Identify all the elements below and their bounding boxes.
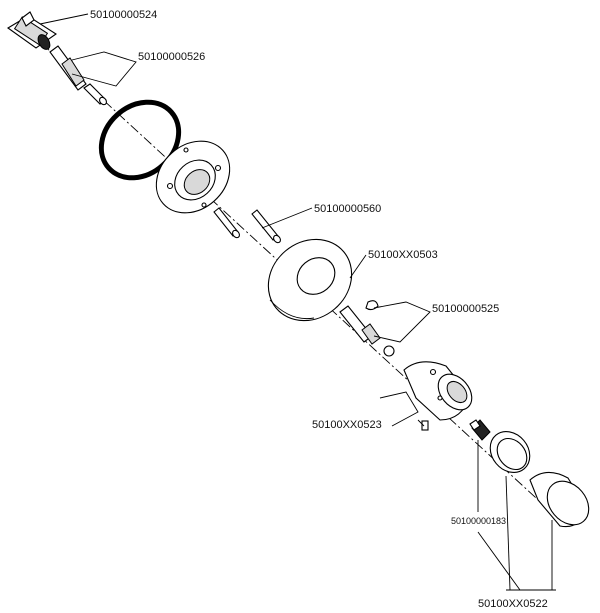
part-handle-body bbox=[403, 361, 473, 421]
label-50100000183: 50100000183 bbox=[451, 516, 506, 526]
part-cover-plate bbox=[267, 238, 353, 322]
part-mounting-plate bbox=[155, 140, 231, 214]
assembly-axis bbox=[37, 39, 561, 521]
part-screws bbox=[213, 207, 281, 244]
part-end-cap bbox=[529, 471, 590, 528]
part-splined-adapter bbox=[469, 419, 491, 441]
label-50100000525: 50100000525 bbox=[432, 303, 499, 315]
label-50100XX0503: 50100XX0503 bbox=[368, 249, 438, 261]
label-50100000526: 50100000526 bbox=[138, 51, 205, 63]
label-50100XX0522: 50100XX0522 bbox=[478, 598, 548, 610]
part-spindle-extension bbox=[49, 45, 107, 106]
part-cartridge bbox=[6, 11, 57, 50]
leader-lines bbox=[39, 13, 556, 591]
label-50100000560: 50100000560 bbox=[314, 203, 381, 215]
label-50100XX0523: 50100XX0523 bbox=[312, 419, 382, 431]
label-50100000524: 50100000524 bbox=[90, 9, 157, 21]
part-ring bbox=[489, 431, 531, 473]
part-stem-and-clip bbox=[339, 300, 395, 357]
part-grub-screw bbox=[421, 420, 429, 431]
